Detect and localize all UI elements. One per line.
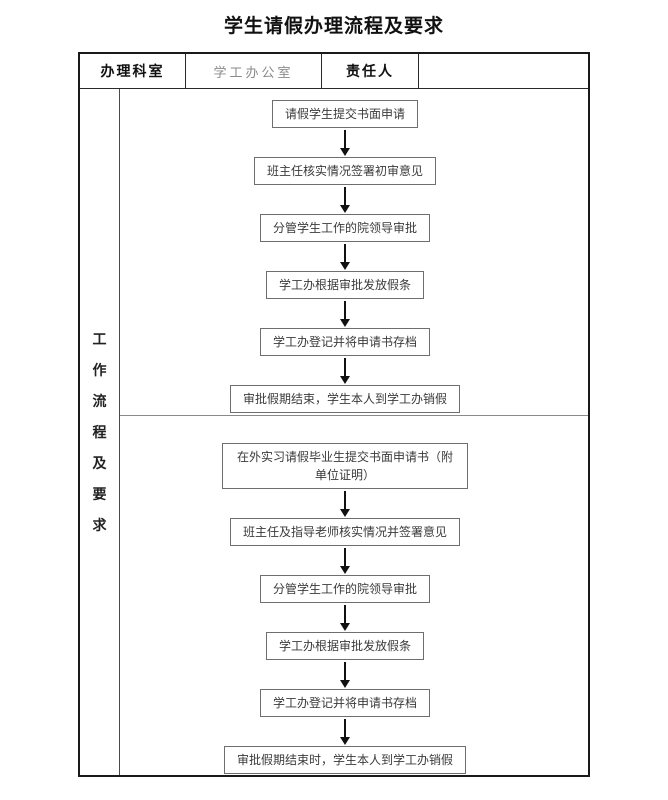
- down-arrow-icon: [340, 662, 350, 688]
- side-label-char: 流: [92, 393, 107, 409]
- header-cell-handling-office-value: 学工办公室: [186, 54, 322, 88]
- header-cell-handling-office-label: 办理科室: [80, 54, 186, 88]
- flow-step-box: 学工办登记并将申请书存档: [259, 689, 430, 717]
- arrow-line: [344, 662, 346, 680]
- flow-step-box: 审批假期结束时，学生本人到学工办销假: [223, 746, 466, 774]
- process-table: 办理科室 学工办公室 责任人 工作流程及要求 请假学生提交书面申请班主任核实情况…: [78, 52, 590, 777]
- side-label-char: 工: [92, 331, 107, 347]
- table-body-row: 工作流程及要求 请假学生提交书面申请班主任核实情况签署初审意见分管学生工作的院领…: [80, 89, 588, 775]
- flow-step-box: 分管学生工作的院领导审批: [259, 214, 430, 242]
- arrow-head: [340, 737, 350, 745]
- flow-step-box: 请假学生提交书面申请: [271, 100, 418, 128]
- arrow-head: [340, 148, 350, 156]
- header-cell-responsible-person-label: 责任人: [322, 54, 419, 88]
- arrow-head: [340, 262, 350, 270]
- arrow-head: [340, 566, 350, 574]
- down-arrow-icon: [340, 605, 350, 631]
- down-arrow-icon: [340, 187, 350, 213]
- regular-student-leave-flow: 请假学生提交书面申请班主任核实情况签署初审意见分管学生工作的院领导审批学工办根据…: [120, 89, 588, 416]
- arrow-head: [340, 623, 350, 631]
- flow-step-box: 在外实习请假毕业生提交书面申请书（附单位证明）: [222, 443, 468, 489]
- side-label-char: 要: [92, 486, 107, 502]
- arrow-head: [340, 319, 350, 327]
- flow-step-box: 学工办根据审批发放假条: [265, 271, 424, 299]
- flow-area: 请假学生提交书面申请班主任核实情况签署初审意见分管学生工作的院领导审批学工办根据…: [120, 89, 588, 775]
- arrow-line: [344, 244, 346, 262]
- down-arrow-icon: [340, 491, 350, 517]
- down-arrow-icon: [340, 548, 350, 574]
- arrow-line: [344, 491, 346, 509]
- arrow-line: [344, 719, 346, 737]
- flow-step-box: 学工办登记并将申请书存档: [259, 328, 430, 356]
- down-arrow-icon: [340, 301, 350, 327]
- flow-step-box: 审批假期结束，学生本人到学工办销假: [229, 385, 460, 413]
- flow-step-box: 学工办根据审批发放假条: [265, 632, 424, 660]
- arrow-head: [340, 509, 350, 517]
- page-title: 学生请假办理流程及要求: [223, 16, 444, 37]
- side-label: 工作流程及要求: [80, 89, 120, 775]
- flow-step-box: 班主任核实情况签署初审意见: [253, 157, 436, 185]
- down-arrow-icon: [340, 130, 350, 156]
- side-label-char: 作: [92, 362, 107, 378]
- arrow-line: [344, 301, 346, 319]
- down-arrow-icon: [340, 358, 350, 384]
- intern-graduate-leave-flow: 在外实习请假毕业生提交书面申请书（附单位证明） 班主任及指导老师核实情况并签署意见…: [120, 416, 588, 775]
- arrow-line: [344, 130, 346, 148]
- header-cell-responsible-person-value: [419, 54, 588, 88]
- down-arrow-icon: [340, 719, 350, 745]
- down-arrow-icon: [340, 244, 350, 270]
- arrow-line: [344, 358, 346, 376]
- table-header-row: 办理科室 学工办公室 责任人: [80, 54, 588, 89]
- flow-step-box: 分管学生工作的院领导审批: [259, 575, 430, 603]
- side-label-char: 及: [92, 455, 107, 471]
- arrow-line: [344, 605, 346, 623]
- flow-step-box: 班主任及指导老师核实情况并签署意见: [229, 518, 460, 546]
- side-label-char: 求: [92, 517, 107, 533]
- arrow-head: [340, 205, 350, 213]
- side-label-char: 程: [92, 424, 107, 440]
- arrow-line: [344, 187, 346, 205]
- arrow-head: [340, 680, 350, 688]
- arrow-line: [344, 548, 346, 566]
- arrow-head: [340, 376, 350, 384]
